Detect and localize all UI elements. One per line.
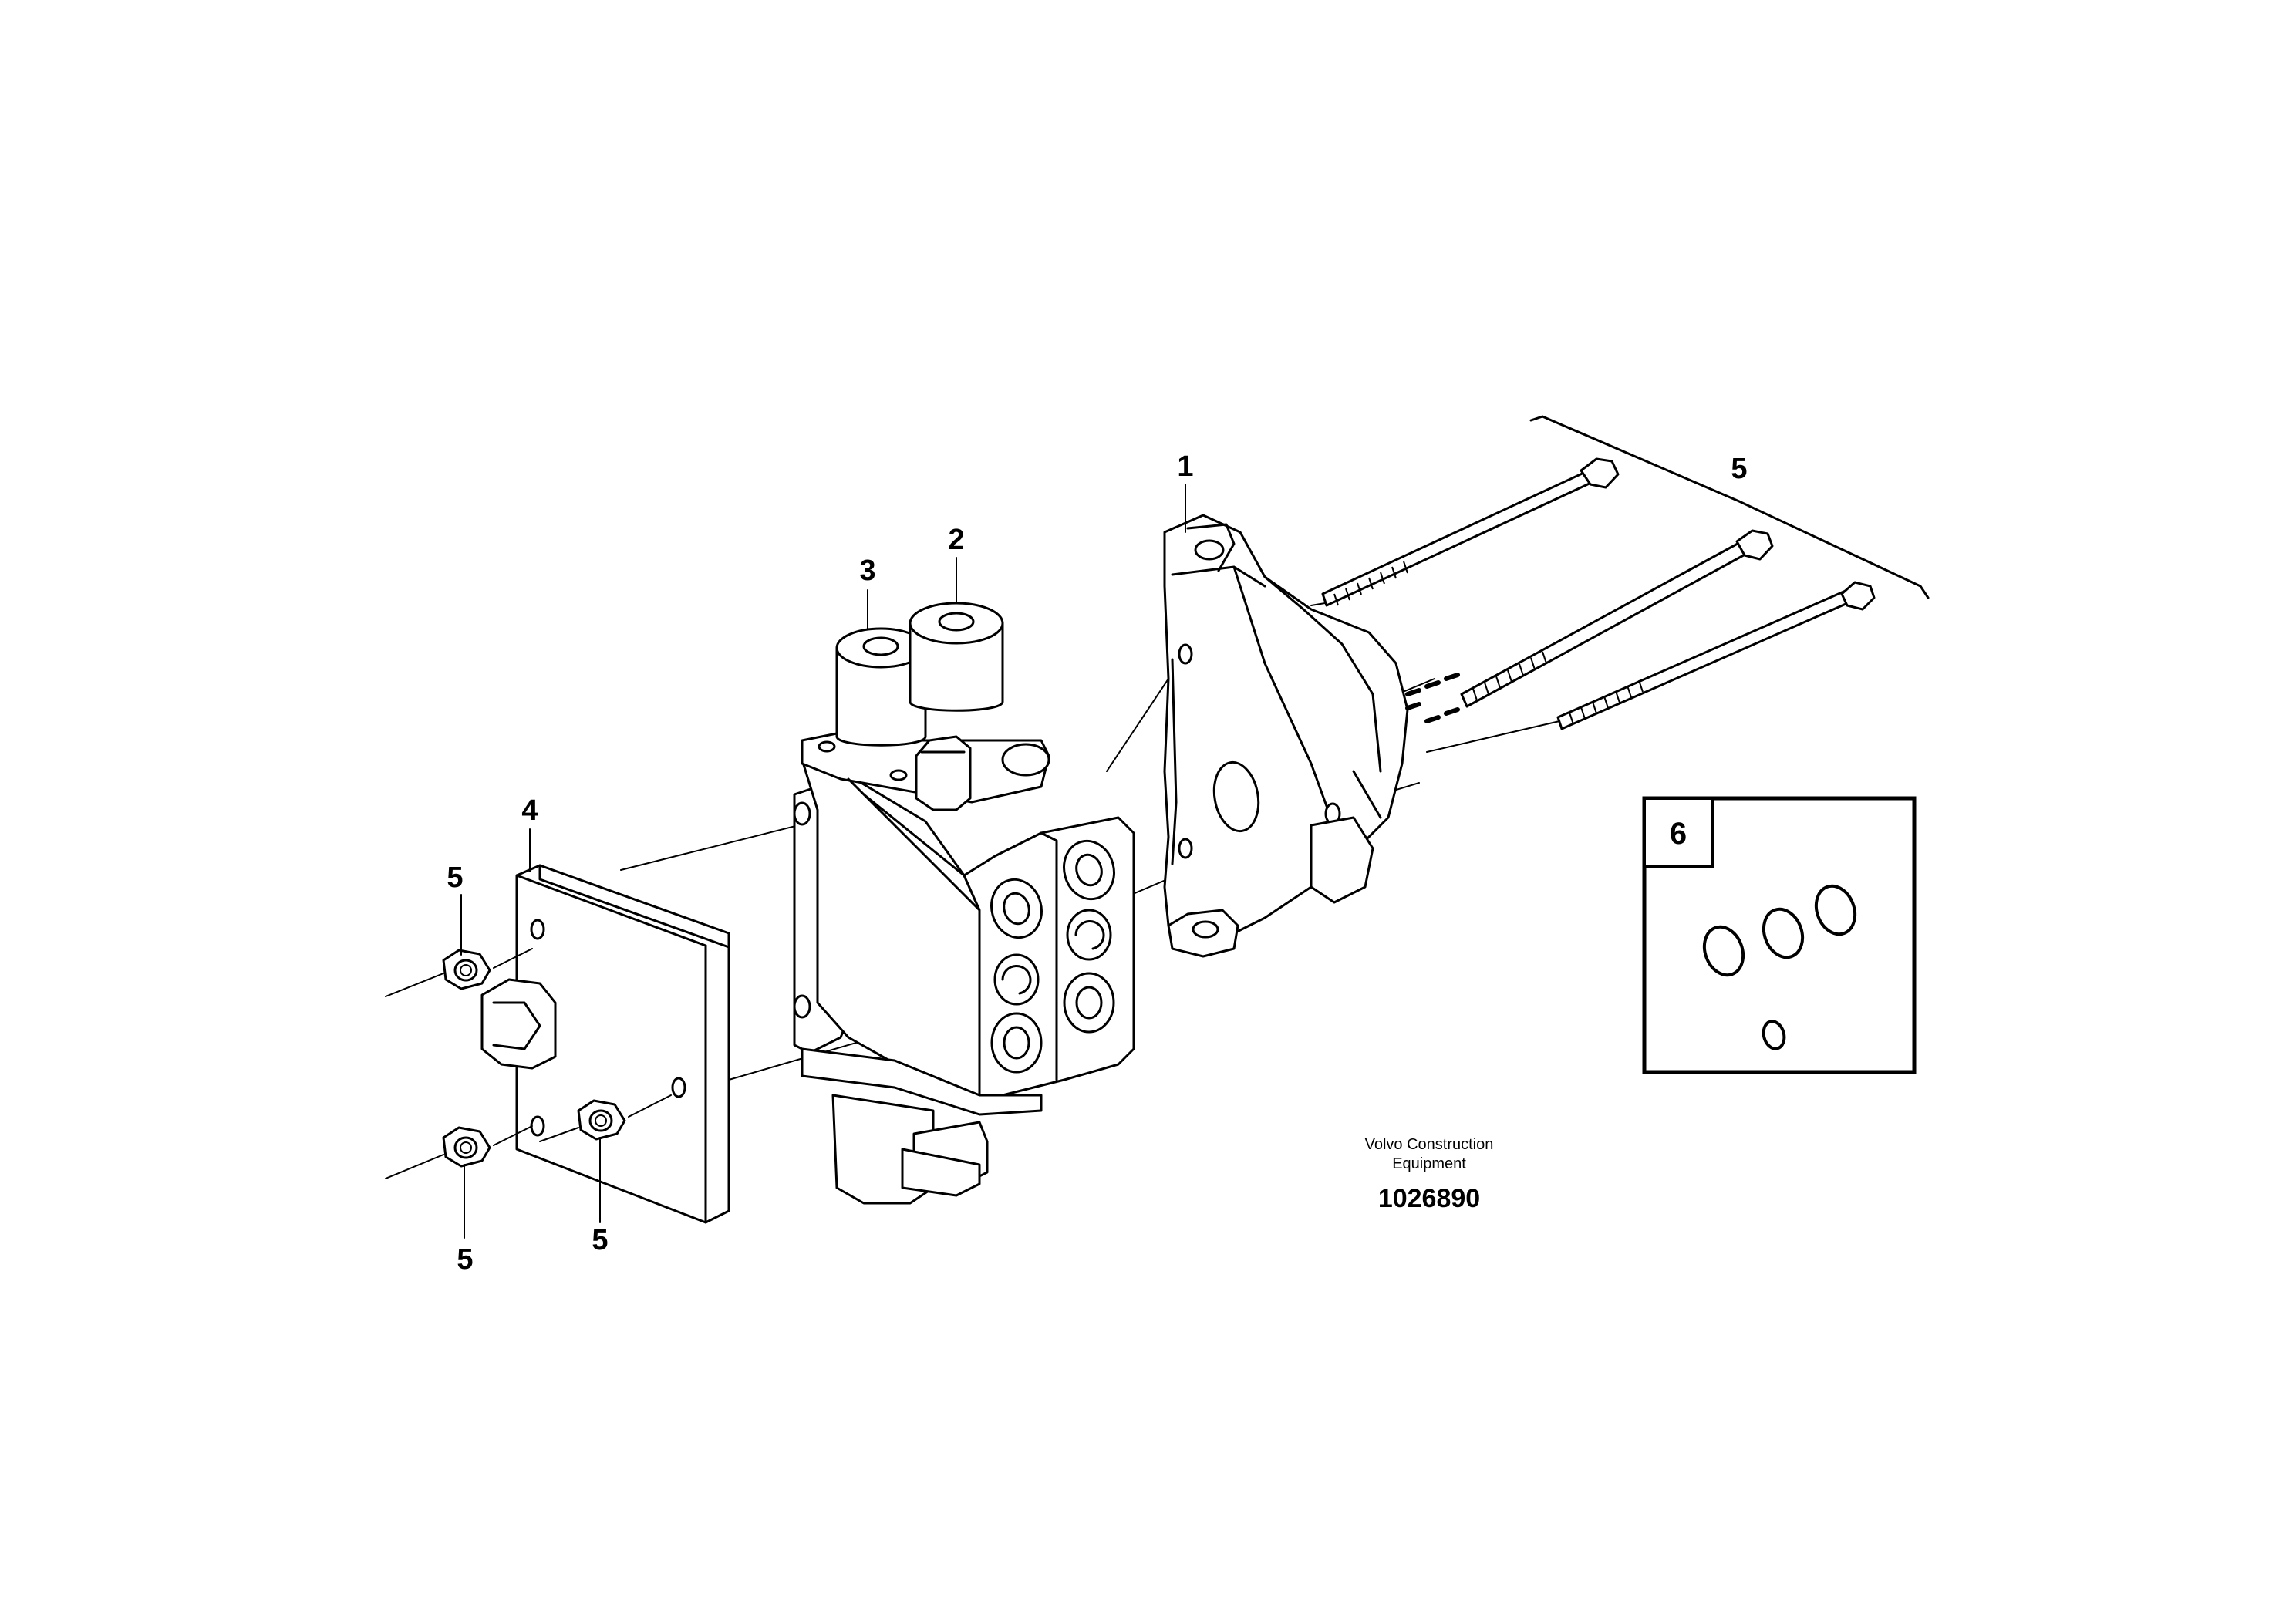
end-flange-part-1 (1163, 514, 1409, 958)
callout-5-nut-lower-left: 5 (457, 1243, 473, 1276)
callout-5-nut-upper: 5 (447, 862, 463, 894)
nut-lower-mid (539, 1094, 672, 1142)
callout-5-nut-lower-mid: 5 (592, 1224, 608, 1256)
brand-caption-line-1: Volvo Construction (1365, 1136, 1494, 1153)
nut-lower-left (385, 1125, 533, 1179)
callout-6: 6 (1670, 817, 1687, 851)
bolt-threads (1333, 561, 1644, 725)
break-marks (1405, 673, 1460, 723)
callout-1: 1 (1177, 450, 1193, 483)
leader-lines (460, 415, 1930, 1239)
tie-bolts (1321, 457, 1876, 730)
seal-kit-inset (1642, 796, 1917, 1074)
brand-caption-line-2: Equipment (1392, 1155, 1466, 1172)
control-valve-body (793, 602, 1135, 1205)
callout-5-bolts: 5 (1731, 453, 1747, 485)
callout-3: 3 (859, 555, 875, 587)
end-cover-plate-part-4 (480, 864, 730, 1224)
nut-upper (385, 948, 533, 997)
callout-4: 4 (521, 794, 538, 827)
figure-number: 1026890 (1378, 1184, 1480, 1213)
callout-2: 2 (948, 524, 964, 556)
